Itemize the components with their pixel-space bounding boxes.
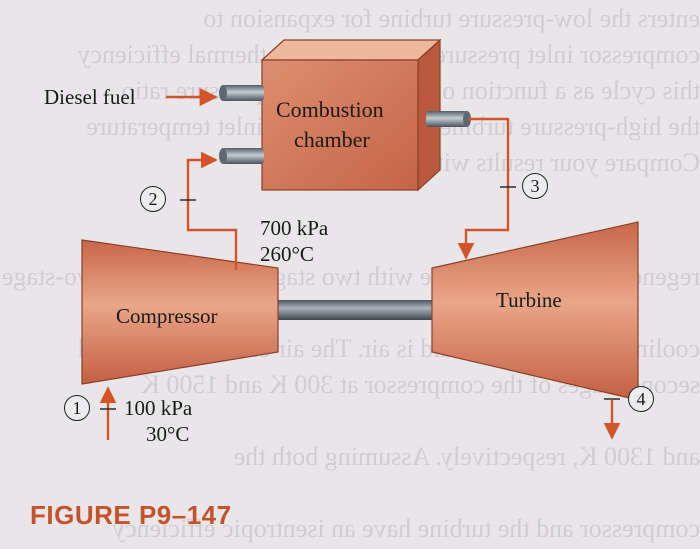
turbine-label: Turbine [496, 288, 562, 312]
air-inlet-pipe [219, 148, 264, 164]
state-2-pressure: 700 kPa [260, 216, 329, 240]
compressor [81, 239, 279, 385]
exhaust-pipe [426, 111, 471, 127]
state-marker-1: 1 [64, 395, 90, 421]
state-marker-3: 3 [522, 173, 548, 199]
figure-caption: FIGURE P9–147 [30, 500, 232, 530]
flow-line-state-2 [186, 151, 238, 270]
flow-line-state-3 [457, 117, 510, 260]
shaft [270, 300, 438, 320]
state-1-temperature: 30°C [146, 422, 190, 446]
combustion-label-line1: Combustion [276, 97, 384, 122]
state-marker-4: 4 [628, 386, 654, 412]
compressor-label: Compressor [116, 304, 218, 328]
combustion-label-line2: chamber [294, 127, 370, 152]
fuel-label: Diesel fuel [44, 85, 136, 109]
fuel-inlet-pipe [219, 85, 264, 101]
combustion-chamber-top [260, 39, 442, 61]
state-1-pressure: 100 kPa [124, 396, 193, 420]
state-marker-2: 2 [140, 186, 166, 212]
combustion-chamber-front [261, 59, 419, 191]
state-2-temperature: 260°C [260, 242, 314, 266]
combustion-chamber [260, 38, 442, 192]
